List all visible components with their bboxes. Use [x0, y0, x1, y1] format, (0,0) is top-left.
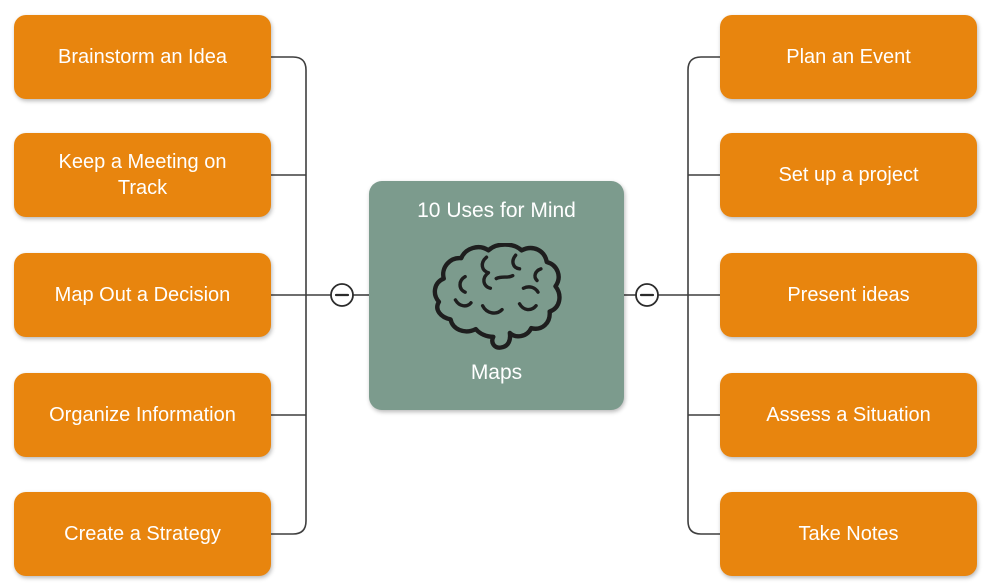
node-label: Brainstorm an Idea — [58, 46, 227, 68]
node-present-ideas[interactable]: Present ideas — [720, 253, 977, 337]
node-label: Present ideas — [787, 284, 910, 306]
node-label: Assess a Situation — [766, 404, 931, 426]
left-branch-connector — [271, 56, 307, 535]
node-map-out-a-decision[interactable]: Map Out a Decision — [14, 253, 271, 337]
center-topic-node[interactable]: 10 Uses for Mind Maps — [369, 181, 624, 410]
node-label: Organize Information — [49, 404, 236, 426]
node-set-up-a-project[interactable]: Set up a project — [720, 133, 977, 217]
node-label: Keep a Meeting on Track — [58, 151, 227, 199]
node-label: Set up a project — [778, 164, 919, 186]
node-organize-information[interactable]: Organize Information — [14, 373, 271, 457]
node-label: Plan an Event — [786, 46, 911, 68]
node-brainstorm-an-idea[interactable]: Brainstorm an Idea — [14, 15, 271, 99]
collapse-button-right[interactable] — [635, 283, 659, 307]
right-branch-connector — [687, 56, 720, 535]
node-keep-a-meeting-on-track[interactable]: Keep a Meeting on Track — [14, 133, 271, 217]
node-assess-a-situation[interactable]: Assess a Situation — [720, 373, 977, 457]
node-label: Take Notes — [798, 523, 899, 545]
node-create-a-strategy[interactable]: Create a Strategy — [14, 492, 271, 576]
brain-icon — [426, 242, 562, 351]
node-take-notes[interactable]: Take Notes — [720, 492, 977, 576]
collapse-button-left[interactable] — [330, 283, 354, 307]
center-title-line1: 10 Uses for Mind — [417, 199, 576, 222]
node-label: Create a Strategy — [64, 523, 221, 545]
node-plan-an-event[interactable]: Plan an Event — [720, 15, 977, 99]
node-label: Map Out a Decision — [54, 284, 231, 306]
center-title-line2: Maps — [470, 361, 523, 384]
